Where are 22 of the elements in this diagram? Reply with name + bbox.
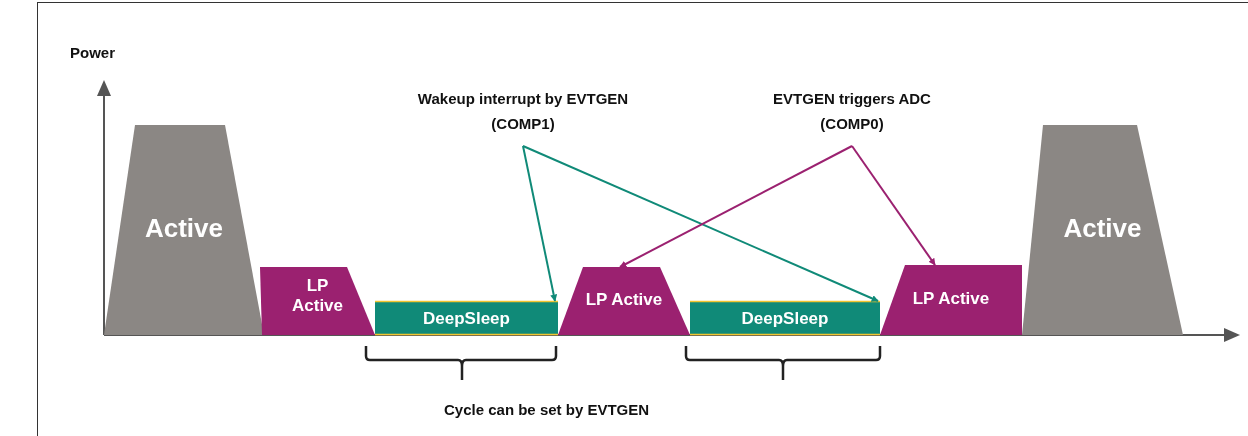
power-state-block bbox=[1022, 125, 1183, 335]
arrow bbox=[522, 145, 879, 302]
power-state-block bbox=[558, 267, 690, 335]
state-label: DeepSleep bbox=[422, 309, 511, 330]
state-label: LP Active bbox=[911, 289, 991, 310]
power-state-block bbox=[260, 267, 375, 335]
axis-label: Power bbox=[70, 44, 115, 61]
arrow bbox=[619, 145, 853, 268]
arrow bbox=[851, 145, 936, 266]
deepsleep-block bbox=[375, 301, 558, 335]
state-label: Active bbox=[143, 213, 224, 245]
power-state-block bbox=[880, 265, 1022, 335]
callout-text: Wakeup interrupt by EVTGEN (COMP1) bbox=[398, 86, 648, 136]
state-label: LP Active bbox=[584, 290, 664, 311]
arrow bbox=[522, 145, 558, 302]
power-state-block bbox=[104, 125, 264, 335]
cycle-note: Cycle can be set by EVTGEN bbox=[444, 401, 650, 418]
deepsleep-block bbox=[690, 301, 880, 335]
state-label: DeepSleep bbox=[740, 309, 830, 330]
state-label: Active bbox=[1062, 213, 1143, 245]
state-label: LP Active bbox=[291, 276, 344, 317]
callout-text: EVTGEN triggers ADC (COMP0) bbox=[757, 86, 947, 136]
